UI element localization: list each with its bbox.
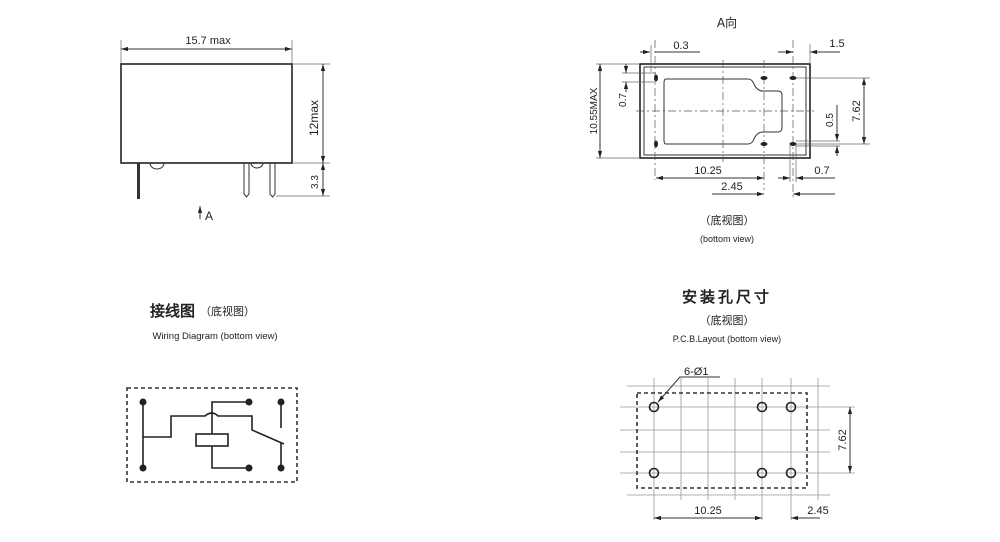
pin (137, 163, 140, 199)
pin (269, 163, 276, 198)
bottom-view-title: A向 (717, 15, 737, 30)
dim-0-7-left: 0.7 (618, 93, 629, 107)
pin-holes (654, 74, 797, 148)
pcb-subtitle-cn: （底视图） (700, 313, 755, 327)
dim-2-45: 2.45 (721, 181, 742, 193)
grid (620, 378, 855, 520)
dim-0-3: 0.3 (673, 40, 688, 52)
pcb-title-en: P.C.B.Layout (bottom view) (673, 334, 781, 344)
coil (195, 433, 229, 447)
pin (243, 163, 250, 198)
pin-length-label: 3.3 (310, 175, 321, 189)
hole-label: 6-Ø1 (684, 366, 708, 378)
dim-1-5: 1.5 (829, 38, 844, 50)
bottom-view: A向 0.3 1.5 10.55MAX (589, 15, 870, 244)
bottom-view-caption-en: (bottom view) (700, 234, 754, 244)
wiring-title-en: Wiring Diagram (bottom view) (152, 331, 277, 342)
width-label: 15.7 max (185, 35, 231, 47)
relay-body (120, 63, 293, 164)
pcb-dim-10-25: 10.25 (694, 505, 722, 517)
standoff (250, 162, 264, 169)
relay-footprint (636, 392, 808, 489)
side-view: 15.7 max 12max 3.3 A (120, 35, 330, 223)
dim-7-62: 7.62 (851, 100, 863, 121)
wiring-diagram: 接线图 （底视图） Wiring Diagram (bottom view) (126, 302, 298, 483)
pcb-title-cn: 安装孔尺寸 (682, 288, 772, 306)
dim-0-7-right: 0.7 (814, 165, 829, 177)
pcb-dim-2-45: 2.45 (807, 505, 828, 517)
wiring-title-cn: 接线图 (150, 302, 195, 320)
circuit (139, 398, 285, 472)
standoff (149, 162, 165, 170)
hole-leader (657, 376, 720, 403)
relay-outline (126, 387, 298, 483)
dim-0-5: 0.5 (825, 113, 836, 127)
height-label: 12max (307, 100, 321, 136)
pcb-layout: 安装孔尺寸 （底视图） P.C.B.Layout (bottom view) 6… (620, 288, 855, 521)
view-marker-label: A (205, 209, 213, 223)
mounting-holes (648, 401, 797, 479)
dim-10-25: 10.25 (694, 165, 722, 177)
wiring-title-cn-sub: （底视图） (200, 304, 255, 318)
dim-10-55-max: 10.55MAX (589, 87, 600, 134)
pcb-dim-7-62: 7.62 (837, 429, 849, 450)
bottom-view-caption-cn: （底视图） (700, 213, 755, 227)
internal-outline (663, 78, 783, 145)
